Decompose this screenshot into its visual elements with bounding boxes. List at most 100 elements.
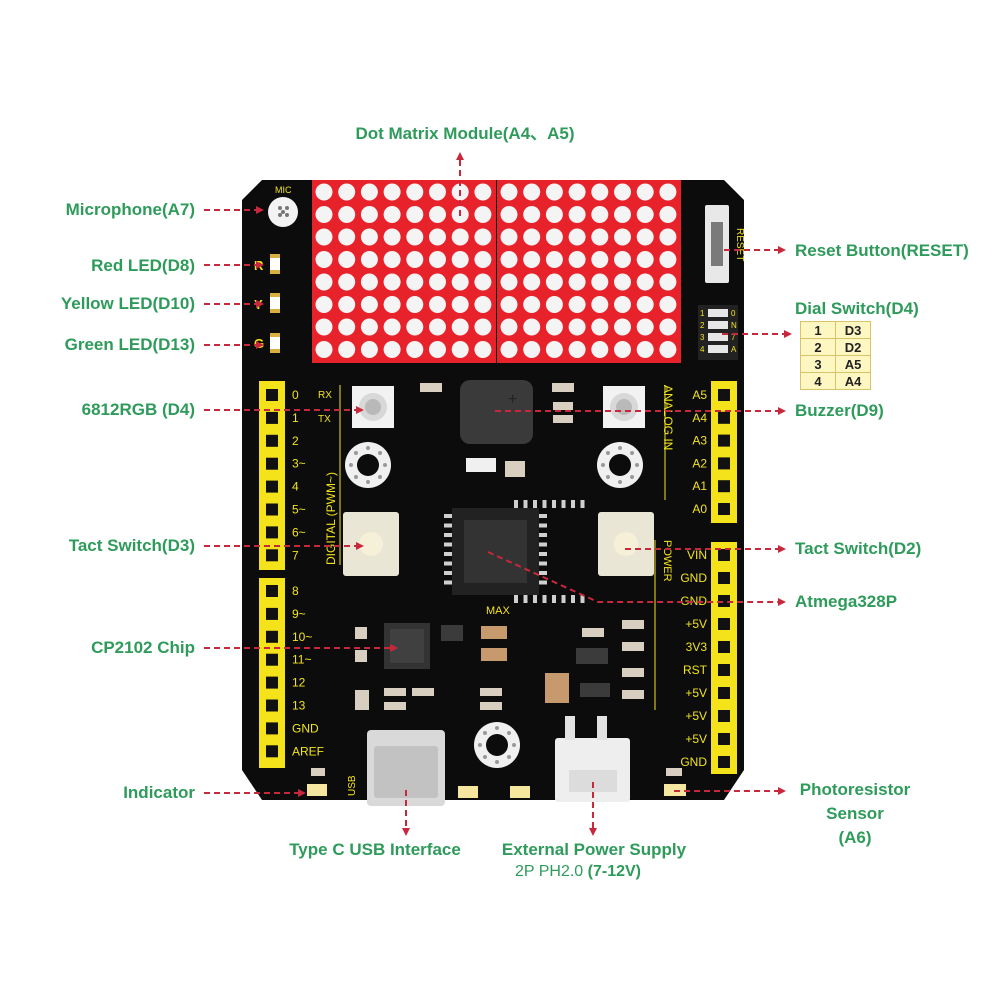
digital-pin-label: 12: [292, 676, 306, 690]
dot-matrix-dots: [315, 183, 677, 358]
analog-header: [711, 381, 737, 523]
matrix-dot: [338, 318, 356, 336]
power-silk: POWER: [661, 540, 673, 582]
digital-pin-label: 6~: [292, 525, 306, 539]
matrix-dot: [360, 206, 378, 223]
rx-silk: RX: [318, 390, 332, 401]
digital-pin-label: 3~: [292, 457, 306, 471]
matrix-dot: [360, 273, 378, 291]
digital-pin-label: 1: [292, 411, 299, 425]
header-hole: [718, 664, 730, 676]
matrix-dot: [429, 251, 446, 268]
matrix-dot: [383, 228, 401, 246]
matrix-dot: [591, 273, 609, 291]
matrix-dot: [338, 296, 356, 313]
svg-text:+: +: [508, 391, 517, 408]
matrix-dot: [659, 341, 677, 358]
dial-table-num: 1: [800, 321, 836, 339]
dot-matrix-module-right: [497, 180, 681, 363]
header-hole: [718, 411, 730, 424]
matrix-dot: [636, 296, 654, 313]
matrix-dot: [614, 228, 631, 246]
matrix-dot: [315, 273, 333, 291]
atmega-pins: [444, 500, 585, 603]
matrix-dot: [315, 206, 333, 223]
matrix-dot: [568, 183, 586, 201]
digital-header-upper: [259, 381, 285, 570]
header-hole: [718, 503, 730, 515]
matrix-dot: [545, 341, 563, 358]
power-pin-label: +5V: [685, 709, 707, 723]
matrix-dot: [659, 296, 677, 313]
matrix-dot: [451, 318, 469, 336]
label-indicator: Indicator: [123, 783, 195, 802]
header-hole: [718, 549, 730, 561]
matrix-dot: [429, 341, 446, 358]
matrix-dot: [568, 228, 586, 246]
matrix-dot: [406, 206, 424, 223]
matrix-dot: [659, 318, 677, 336]
power-pin-label: +5V: [685, 732, 707, 746]
matrix-dot: [659, 183, 677, 201]
header-hole: [266, 457, 278, 470]
label-ext-power-sub: 2P PH2.0 (7-12V): [515, 863, 641, 880]
matrix-dot: [591, 318, 609, 336]
dial-code-silk: N: [731, 321, 737, 330]
matrix-dot: [568, 296, 586, 313]
dial-code-silk: 7: [731, 333, 736, 342]
mounting-holes: [345, 442, 643, 768]
matrix-dot: [591, 206, 609, 223]
label-dot-matrix: Dot Matrix Module(A4、A5): [355, 124, 575, 143]
matrix-dot: [659, 273, 677, 291]
header-hole: [718, 595, 730, 607]
matrix-dot: [338, 228, 356, 246]
power-pin-label: VIN: [687, 548, 707, 562]
label-ext-power: External Power Supply: [501, 840, 687, 859]
matrix-dot: [315, 228, 333, 246]
matrix-dot: [591, 341, 609, 358]
matrix-dot: [500, 296, 518, 313]
matrix-dot: [338, 206, 356, 223]
matrix-dot: [636, 273, 654, 291]
dial-table-pin: A4: [835, 372, 871, 390]
matrix-dot: [383, 318, 401, 336]
power-pin-label: +5V: [685, 617, 707, 631]
header-hole: [718, 434, 730, 447]
matrix-dot: [406, 273, 424, 291]
label-yellow-led: Yellow LED(D10): [60, 294, 195, 313]
matrix-dot: [429, 318, 446, 336]
matrix-dot: [451, 228, 469, 246]
matrix-dot: [568, 206, 586, 223]
matrix-dot: [500, 251, 518, 268]
power-pin-label: 3V3: [686, 640, 708, 654]
header-hole: [718, 389, 730, 401]
label-tact-d2: Tact Switch(D2): [795, 539, 922, 558]
matrix-dot: [614, 341, 631, 358]
indicator-led: [307, 784, 327, 796]
header-hole: [266, 745, 278, 758]
matrix-dot: [500, 206, 518, 223]
matrix-dot: [568, 341, 586, 358]
matrix-dot: [545, 251, 563, 268]
label-atmega: Atmega328P: [795, 592, 898, 611]
digital-header-lower: [259, 578, 285, 768]
matrix-dot: [523, 318, 541, 336]
matrix-dot: [451, 341, 469, 358]
header-hole: [718, 756, 730, 768]
matrix-dot: [500, 273, 518, 291]
matrix-dot: [523, 341, 541, 358]
digital-pin-label: 2: [292, 434, 299, 448]
matrix-dot: [636, 251, 654, 268]
digital-pin-label: 7: [292, 548, 299, 562]
matrix-dot: [659, 206, 677, 223]
matrix-dot: [545, 206, 563, 223]
matrix-dot: [406, 296, 424, 313]
digital-silk: DIGITAL (PWM~): [324, 472, 338, 565]
matrix-dot: [523, 183, 541, 201]
matrix-dot: [406, 318, 424, 336]
matrix-dot: [474, 318, 492, 336]
header-hole: [718, 733, 730, 745]
